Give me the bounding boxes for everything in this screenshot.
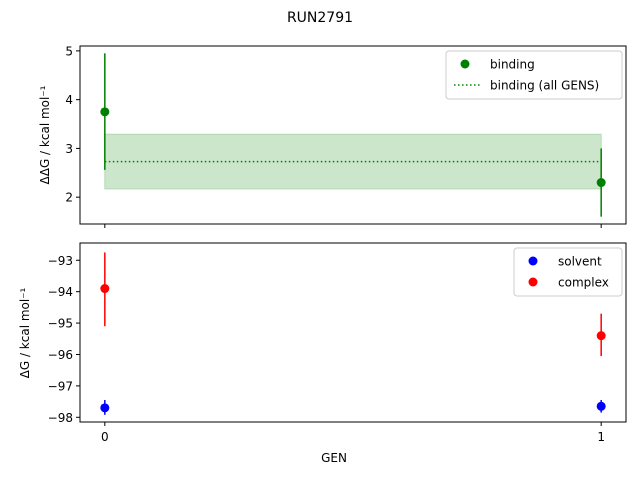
- legend-label: binding: [490, 58, 535, 72]
- y-tick-label: 3: [65, 142, 73, 156]
- axes-frame: [79, 242, 627, 423]
- legend-marker: [528, 256, 538, 266]
- legend: [445, 50, 623, 100]
- data-point: [100, 403, 110, 413]
- y-tick-label: 5: [65, 44, 73, 58]
- data-point: [100, 284, 110, 294]
- y-tick-label: 4: [65, 93, 73, 107]
- y-tick-label: −94: [48, 285, 73, 299]
- y-tick-label: −97: [48, 379, 73, 393]
- y-tick-label: 2: [65, 191, 73, 205]
- axes-frame: [79, 45, 627, 225]
- y-tick-label: −95: [48, 317, 73, 331]
- legend-marker: [460, 59, 470, 69]
- data-point: [596, 331, 606, 341]
- data-point: [100, 107, 110, 117]
- x-axis-label: GEN: [321, 451, 347, 465]
- y-axis-label-bottom: ΔG / kcal mol⁻¹: [18, 287, 32, 378]
- legend-label: binding (all GENS): [490, 79, 599, 93]
- legend-marker: [528, 277, 538, 287]
- chart-title: RUN2791: [287, 10, 353, 26]
- legend-label: solvent: [558, 255, 602, 269]
- y-tick-label: −93: [48, 254, 73, 268]
- legend: [513, 247, 623, 297]
- data-point: [596, 178, 606, 188]
- legend-label: complex: [558, 276, 609, 290]
- x-tick-label: 0: [101, 430, 109, 444]
- y-tick-label: −98: [48, 411, 73, 425]
- y-tick-label: −96: [48, 348, 73, 362]
- data-point: [596, 401, 606, 411]
- y-axis-label-top: ΔΔG / kcal mol⁻¹: [38, 85, 52, 184]
- x-tick-label: 1: [597, 430, 605, 444]
